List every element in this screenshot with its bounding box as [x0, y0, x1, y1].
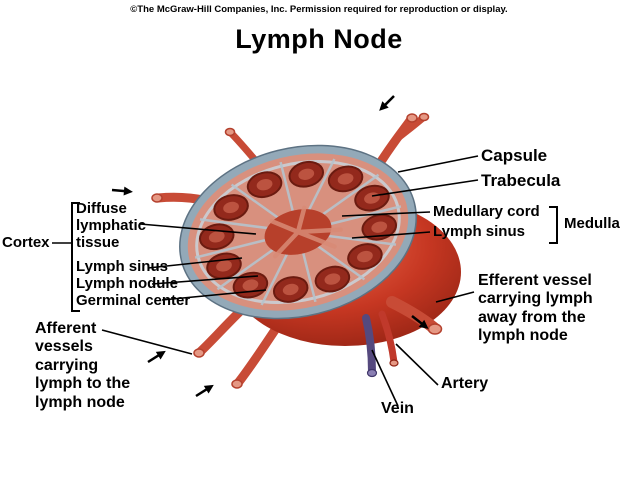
label-artery: Artery	[441, 375, 489, 392]
label-vein: Vein	[381, 400, 414, 417]
label-trabecula: Trabecula	[481, 171, 561, 190]
leader-line-lymph-sinus-cortex	[147, 257, 243, 269]
leader-line-vein	[371, 349, 399, 407]
label-lymph-nodule: Lymph nodule	[76, 275, 178, 292]
vein-illustration	[362, 314, 376, 376]
label-germinal-center: Germinal center	[76, 292, 191, 309]
label-medulla: Medulla	[564, 215, 620, 232]
artery-tip	[389, 359, 399, 367]
artery-illustration	[378, 310, 398, 366]
efferent-vessel-tip	[427, 323, 443, 335]
label-medullary-cord: Medullary cord	[433, 203, 540, 220]
label-efferent-vessel: Efferent vessel carrying lymph away from…	[478, 272, 593, 345]
label-lymph-sinus-cortex: Lymph sinus	[76, 258, 168, 275]
leader-line-medullary-cord	[341, 211, 431, 217]
flow-arrow-out-right	[411, 315, 429, 329]
flow-arrow-in-top	[379, 95, 395, 111]
leader-line-artery	[395, 343, 439, 386]
brackets	[71, 202, 558, 312]
medulla-bracket	[549, 206, 558, 244]
leader-line-afferent	[101, 329, 193, 355]
label-capsule: Capsule	[481, 146, 548, 165]
copyright-notice: ©The McGraw-Hill Companies, Inc. Permiss…	[130, 4, 508, 15]
vein-tip	[366, 368, 378, 378]
medulla-illustration	[264, 205, 343, 259]
flow-arrow-in-left	[111, 186, 133, 196]
cortex-bracket	[71, 202, 80, 312]
cut-surface	[179, 144, 417, 320]
page-title: Lymph Node	[235, 24, 403, 54]
label-afferent-vessels: Afferent vessels carrying lymph to the l…	[35, 320, 131, 411]
flow-arrows	[111, 95, 429, 398]
leader-line-diffuse	[139, 223, 257, 235]
leader-line-trabecula	[371, 179, 479, 197]
leader-line-capsule	[397, 155, 479, 173]
leader-line-lymph-sinus-medulla	[351, 231, 431, 239]
label-diffuse-lymphatic-tissue: Diffuse lymphatic tissue	[76, 200, 147, 251]
afferent-vessel-tips	[151, 112, 430, 389]
leader-lines	[52, 155, 479, 407]
leader-line-efferent	[435, 291, 475, 303]
leader-line-lymph-nodule	[151, 275, 259, 285]
leader-line-germinal-center	[161, 289, 267, 301]
flow-arrow-in-bottom-left-1	[147, 350, 166, 364]
label-lymph-sinus-medulla: Lymph sinus	[433, 223, 525, 240]
label-cortex: Cortex	[2, 234, 50, 251]
flow-arrow-in-bottom-left-2	[195, 384, 214, 398]
